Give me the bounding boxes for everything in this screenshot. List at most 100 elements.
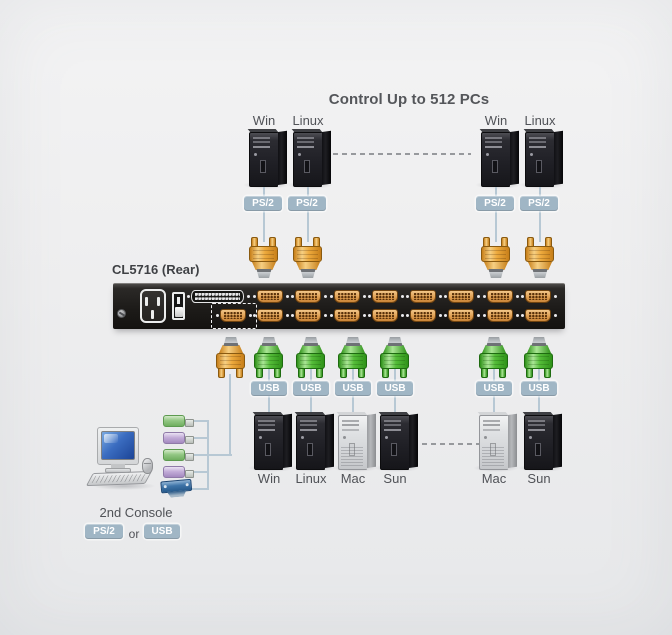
usb-badge: USB: [293, 381, 329, 396]
tower-drive-bays: [529, 137, 546, 139]
monitor-screen: [101, 431, 135, 460]
vga-port-icon: [521, 290, 551, 303]
ps2-keyboard-plug-icon: [163, 415, 194, 427]
connector-dsub-tip: [300, 269, 316, 278]
tower-side: [554, 130, 563, 185]
tower-power-button: [484, 436, 487, 439]
usb-badge: USB: [476, 381, 512, 396]
connector-dsub-tip: [488, 269, 504, 278]
computer-tower: [291, 129, 332, 187]
computer-label: Mac: [340, 471, 366, 486]
computer-tower: [479, 129, 520, 187]
tower-power-button: [530, 153, 533, 156]
ps2-badge: PS/2: [244, 196, 282, 211]
tower-front: [293, 132, 322, 187]
tower-side: [283, 413, 292, 468]
connector-neck: [296, 262, 320, 270]
connector-neck: [299, 345, 323, 353]
daisy-chain-dashed-line-top: [333, 153, 471, 155]
tower-front: [254, 415, 283, 470]
tower-side: [367, 413, 376, 468]
vga-port-icon: [406, 309, 436, 322]
connector-body: [216, 353, 245, 369]
connector-body: [479, 353, 508, 369]
tower-drive-slot: [260, 160, 266, 173]
vga-port-icon: [483, 309, 513, 322]
cable-line: [539, 184, 541, 242]
tower-front: [380, 415, 409, 470]
console-cable-line: [190, 420, 208, 422]
computer-label: Mac: [481, 471, 507, 486]
connector-dsub-tip: [387, 337, 403, 346]
tower-power-button: [486, 153, 489, 156]
connector-dsub-tip: [303, 337, 319, 346]
tower-grill: [341, 447, 363, 466]
ps2-keyboard-plug-icon: [163, 449, 194, 461]
tower-drive-bays: [384, 420, 401, 422]
computer-label: Linux: [524, 113, 556, 128]
tower-drive-bays: [342, 420, 359, 422]
cable-line: [307, 184, 309, 242]
computer-label: Win: [257, 471, 281, 486]
connector-dsub-tip: [532, 269, 548, 278]
tower-front: [524, 415, 553, 470]
console-cable-line: [190, 471, 208, 473]
tower-front: [338, 415, 367, 470]
console-cable-line: [190, 437, 208, 439]
kvm-cable-connector-icon: [525, 237, 555, 278]
tower-power-button: [254, 153, 257, 156]
connector-neck: [383, 345, 407, 353]
connector-dsub-tip: [256, 269, 272, 278]
vga-plug-icon: [160, 478, 195, 500]
connector-body: [525, 246, 554, 262]
kvm-cable-connector-icon: [216, 337, 246, 378]
connector-neck: [482, 345, 506, 353]
ps2-badge: PS/2: [476, 196, 514, 211]
tower-power-button: [385, 436, 388, 439]
tower-side: [409, 413, 418, 468]
diagram-title: Control Up to 512 PCs: [328, 91, 490, 108]
vga-port-icon: [253, 309, 283, 322]
vga-port-icon: [406, 290, 436, 303]
tower-side: [508, 413, 517, 468]
console-cable-bus-line: [207, 420, 209, 490]
or-label: or: [128, 527, 140, 541]
vga-port-icon: [368, 309, 398, 322]
console-cable-line: [229, 374, 231, 456]
tower-drive-slot: [492, 160, 498, 173]
vga-port-icon: [521, 309, 551, 322]
connector-dsub-tip: [531, 337, 547, 346]
usb-badge: USB: [521, 381, 557, 396]
tower-front: [525, 132, 554, 187]
usb-badge: USB: [377, 381, 413, 396]
tower-drive-slot: [307, 443, 313, 456]
computer-label: Linux: [295, 471, 327, 486]
tower-side: [278, 130, 287, 185]
connector-body: [338, 353, 367, 369]
tower-side: [553, 413, 562, 468]
ps2-mouse-plug-icon: [163, 432, 194, 444]
cable-line: [495, 184, 497, 242]
tower-drive-bays: [528, 420, 545, 422]
computer-tower: [294, 412, 335, 470]
console-port-highlight-box: [211, 303, 257, 329]
tower-side: [510, 130, 519, 185]
power-inlet-icon: [140, 289, 166, 323]
vga-port-icon: [483, 290, 513, 303]
tower-drive-slot: [536, 160, 542, 173]
tower-power-button: [301, 436, 304, 439]
monitor-stand: [111, 464, 125, 469]
usb-kvm-cable-connector-icon: [338, 337, 368, 378]
computer-label: Win: [252, 113, 276, 128]
connector-dsub-tip: [223, 337, 239, 346]
ps2-badge: PS/2: [520, 196, 558, 211]
usb-kvm-cable-connector-icon: [296, 337, 326, 378]
connector-body: [481, 246, 510, 262]
ps2-badge: PS/2: [288, 196, 326, 211]
daisy-chain-port-icon: [187, 290, 244, 303]
tower-drive-slot: [265, 443, 271, 456]
connector-body: [524, 353, 553, 369]
usb-kvm-cable-connector-icon: [479, 337, 509, 378]
console-cable-line: [192, 454, 232, 456]
usb-badge: USB: [144, 524, 180, 539]
